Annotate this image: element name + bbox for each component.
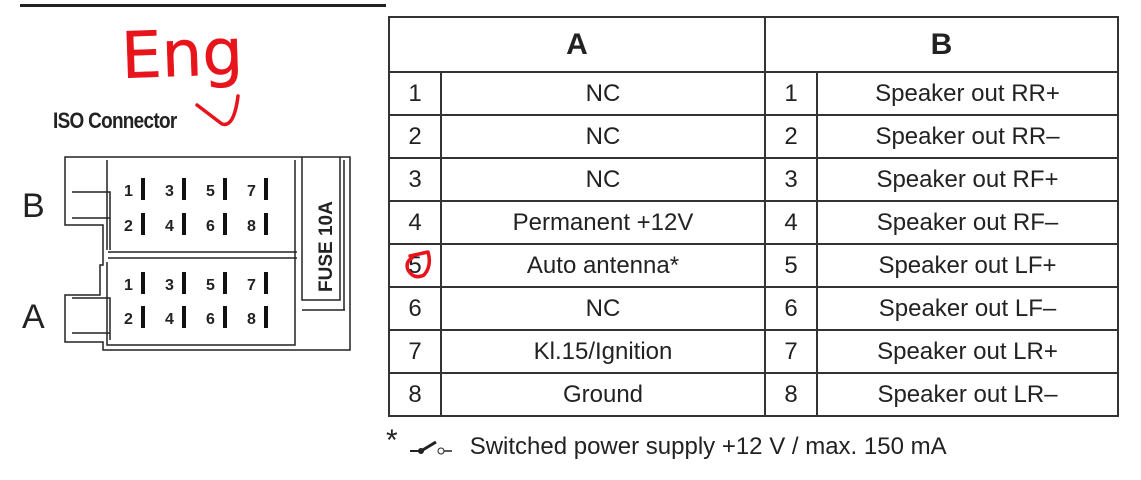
pin-b4: 4 [165,218,174,235]
pin-a-function: NC [440,71,766,116]
pin-a2: 2 [124,311,133,328]
pin-b3: 3 [165,183,174,200]
pin-a-number: 4 [388,200,442,245]
pin-a-number: 7 [388,329,442,374]
pin-a-function: Ground [440,372,766,417]
pin-b-number: 1 [764,71,818,116]
pin-b5: 5 [206,183,215,200]
pin-a-function: Permanent +12V [440,200,766,245]
pin-b-number: 7 [764,329,818,374]
pin-b-number: 8 [764,372,818,417]
pin-b-function: Speaker out LF– [816,286,1119,331]
pin-b8: 8 [247,218,256,235]
pin-a-number: 3 [388,157,442,202]
pin-a-function: Auto antenna* [440,243,766,288]
pin-a-function: NC [440,286,766,331]
footnote-text: Switched power supply +12 V / max. 150 m… [469,433,947,460]
switch-icon [409,440,452,455]
pin-b-function: Speaker out RR– [816,114,1119,159]
row-label-a: A [22,298,45,336]
row-label-b: B [22,187,45,225]
pin-b6: 6 [206,218,215,235]
pin-a7: 7 [247,277,256,294]
table-header: A B [388,16,1119,73]
pin-a-number: 2 [388,114,442,159]
pin-b-function: Speaker out RR+ [816,71,1119,116]
pin-b-number: 3 [764,157,818,202]
pin-b-number: 5 [764,243,818,288]
pin-b7: 7 [247,183,256,200]
pin-b-function: Speaker out RF+ [816,157,1119,202]
pin-a-number: 6 [388,286,442,331]
pin-a8: 8 [247,311,256,328]
pin-b-number: 6 [764,286,818,331]
pin-a-function: NC [440,114,766,159]
pin-a1: 1 [124,277,133,294]
fuse-label: FUSE 10A [316,201,337,292]
pin-b-number: 4 [764,200,818,245]
pin-a-function: NC [440,157,766,202]
pin-a-number: 5 [388,243,442,288]
iso-connector-diagram: 1 3 5 7 2 4 6 8 1 3 5 7 2 4 6 8 FUSE 10A [64,156,351,351]
pin-a-function: Kl.15/Ignition [440,329,766,374]
pin-a-number: 1 [388,71,442,116]
header-b: B [764,16,1119,73]
pin-b-number: 2 [764,114,818,159]
pin-b-function: Speaker out LF+ [816,243,1119,288]
pin-a3: 3 [165,277,174,294]
pin-b-function: Speaker out LR+ [816,329,1119,374]
footnote-marker: * [386,424,398,457]
footnote: * Switched power supply +12 V / max. 150… [386,424,947,464]
pin-a6: 6 [206,311,215,328]
connector-title: ISO Connector [53,108,177,133]
pin-b1: 1 [124,183,133,200]
pin-a-number: 8 [388,372,442,417]
header-a: A [388,16,766,73]
divider [20,4,386,7]
pin-b-function: Speaker out LR– [816,372,1119,417]
pin-b2: 2 [124,218,133,235]
pin-b-function: Speaker out RF– [816,200,1119,245]
pin-a5: 5 [206,277,215,294]
pin-a4: 4 [165,311,174,328]
